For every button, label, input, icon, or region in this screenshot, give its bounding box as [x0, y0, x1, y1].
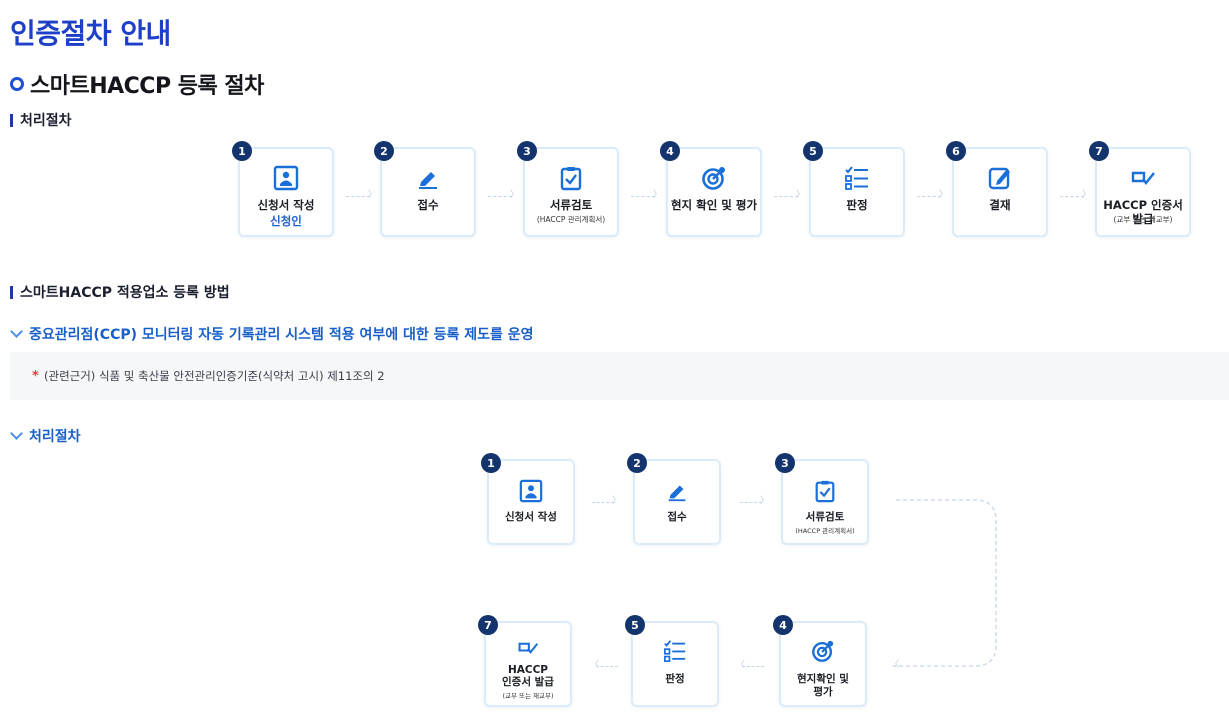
- step-badge: 1: [481, 453, 501, 473]
- connector-arrow-icon: 〉: [368, 190, 378, 200]
- step-label: HACCP 인증서 발급: [1103, 198, 1183, 226]
- applicant-form-icon: [519, 479, 543, 503]
- registration-heading: 스마트HACCP 적용업소 등록 방법: [10, 282, 230, 302]
- step-card-4: 4 현지 확인 및 평가: [660, 141, 762, 237]
- step-label: 신청서 작성: [257, 198, 315, 212]
- connector-arrow-icon: 〉: [939, 190, 949, 200]
- step2-card-1: 1 신청서 작성: [481, 453, 575, 545]
- section-title-text: 스마트HACCP 등록 절차: [30, 74, 264, 99]
- connector-dash: [1060, 196, 1084, 197]
- process2-heading-text: 처리절차: [29, 429, 81, 445]
- target-icon: [812, 640, 834, 662]
- connector-arrow-left-icon: 〈: [590, 660, 600, 670]
- pencil-icon: [668, 485, 686, 502]
- pencil-icon: [419, 172, 437, 189]
- step-badge: 4: [660, 141, 680, 161]
- process2-heading: 처리절차: [10, 426, 81, 446]
- step-label: 접수: [417, 198, 439, 212]
- step-label: 현지 확인 및 평가: [670, 198, 758, 212]
- target-icon: [702, 167, 725, 190]
- connector-dash: [631, 196, 655, 197]
- ring-bullet-icon: [10, 77, 24, 91]
- flow-arrow-left-icon: 〈: [890, 660, 900, 670]
- step2-card-4: 4 현지확인 및 평가: [773, 615, 867, 707]
- clipboard-check-icon: [815, 480, 835, 503]
- connector-dash: [346, 196, 370, 197]
- step-card-3: 3 서류검토 (HACCP 관리계획서): [517, 141, 619, 237]
- edit-document-icon: [988, 167, 1010, 190]
- step-card-1: 1 신청서 작성 신청인: [232, 141, 334, 237]
- step-label: 접수: [667, 511, 687, 523]
- connector-arrow-icon: 〉: [653, 190, 663, 200]
- step-badge: 3: [775, 453, 795, 473]
- step-sublabel: (교부 또는 재교부): [502, 692, 554, 700]
- step-badge: 5: [803, 141, 823, 161]
- connector-dash: [592, 502, 614, 503]
- connector-dash: [774, 196, 798, 197]
- applicant-form-icon: [273, 165, 299, 191]
- heading-bar: [10, 285, 13, 299]
- connector-dash: [742, 666, 764, 667]
- step-sublabel: (교부 또는 재교부): [1113, 215, 1173, 224]
- step-badge: 7: [1089, 141, 1109, 161]
- step-card-2: 2 접수: [374, 141, 476, 237]
- section-title: 스마트HACCP 등록 절차: [10, 68, 264, 100]
- connector-dash: [488, 196, 512, 197]
- connector-arrow-icon: 〉: [510, 190, 520, 200]
- connector-arrow-icon: 〉: [1082, 190, 1092, 200]
- step-badge: 5: [625, 615, 645, 635]
- ccp-subheading-text: 중요관리점(CCP) 모니터링 자동 기록관리 시스템 적용 여부에 대한 등록…: [29, 327, 534, 343]
- page-title: 인증절차 안내: [10, 17, 171, 50]
- step-badge: 4: [773, 615, 793, 635]
- clipboard-check-icon: [560, 167, 582, 191]
- step-sublabel: (HACCP 관리계획서): [536, 215, 606, 224]
- process-heading-text: 처리절차: [20, 113, 72, 129]
- step2-card-7: 7 HACCP 인증서 발급 (교부 또는 재교부): [478, 615, 572, 707]
- checklist-icon: [845, 166, 868, 190]
- connector-dash: [596, 666, 618, 667]
- step-label: 신청서 작성: [505, 511, 557, 523]
- legal-basis-text: (관련근거) 식품 및 축산물 안전관리인증기준(식약처 고시) 제11조의 2: [44, 369, 385, 383]
- step2-card-5: 5 판정: [625, 615, 719, 707]
- step-badge: 2: [374, 141, 394, 161]
- connector-arrow-icon: 〉: [612, 496, 622, 506]
- step-badge: 7: [478, 615, 498, 635]
- step-label: 결재: [989, 198, 1011, 212]
- connector-arrow-icon: 〉: [796, 190, 806, 200]
- step-label: HACCP 인증서 발급: [502, 664, 554, 688]
- step2-card-3: 3 서류검토 (HACCP 관리계획서): [775, 453, 869, 545]
- step2-card-2: 2 접수: [627, 453, 721, 545]
- step-label: 서류검토: [805, 511, 845, 523]
- step-badge: 2: [627, 453, 647, 473]
- connector-dash: [917, 196, 941, 197]
- step-sublabel: (HACCP 관리계획서): [795, 527, 855, 535]
- connector-arrow-icon: 〉: [760, 496, 770, 506]
- step-label: 판정: [665, 673, 685, 685]
- heading-bar: [10, 113, 13, 127]
- step-badge: 1: [232, 141, 252, 161]
- certificate-check-icon: [1131, 171, 1155, 185]
- step-label: 현지확인 및 평가: [797, 673, 849, 698]
- step-card-7: 7 HACCP 인증서 발급 (교부 또는 재교부): [1089, 141, 1191, 237]
- step-label: 판정: [846, 198, 868, 212]
- step-actor-label: 신청인: [270, 214, 302, 228]
- checklist-icon: [664, 640, 686, 662]
- step-badge: 3: [517, 141, 537, 161]
- step-card-6: 6 결재: [946, 141, 1048, 237]
- certificate-check-icon: [518, 642, 539, 654]
- asterisk-icon: *: [32, 369, 39, 384]
- step-badge: 6: [946, 141, 966, 161]
- connector-arrow-left-icon: 〈: [736, 660, 746, 670]
- connector-dash: [740, 502, 762, 503]
- registration-heading-text: 스마트HACCP 적용업소 등록 방법: [20, 285, 230, 301]
- ccp-subheading: 중요관리점(CCP) 모니터링 자동 기록관리 시스템 적용 여부에 대한 등록…: [10, 324, 534, 344]
- legal-basis-note: * (관련근거) 식품 및 축산물 안전관리인증기준(식약처 고시) 제11조의…: [10, 352, 1229, 400]
- step-card-5: 5 판정: [803, 141, 905, 237]
- process-heading: 처리절차: [10, 110, 72, 130]
- step-label: 서류검토: [549, 198, 593, 212]
